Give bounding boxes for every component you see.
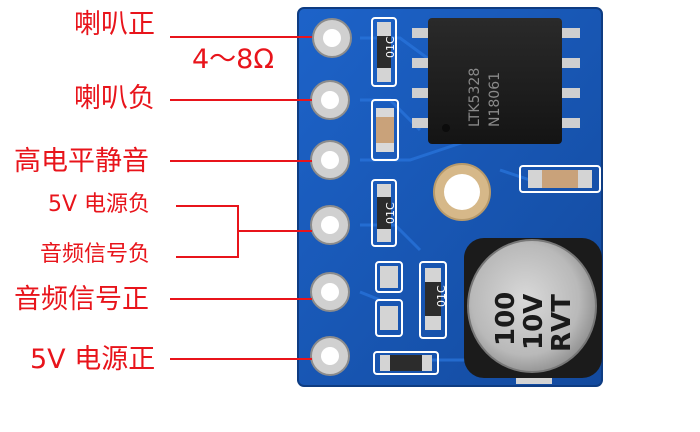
smd-resistor-1 xyxy=(371,99,399,161)
power-positive-label: 5V 电源正 xyxy=(30,344,156,375)
merged-negative-lead xyxy=(237,230,312,232)
speaker-positive-lead xyxy=(170,36,312,38)
speaker-negative-label: 喇叭负 xyxy=(74,83,155,114)
smd-resistor-2 xyxy=(373,351,439,375)
pin-pad-2 xyxy=(310,80,350,120)
silkscreen-label-2: 01C xyxy=(384,202,397,224)
electrolytic-capacitor xyxy=(464,238,602,384)
pin-pad-1 xyxy=(312,18,352,58)
power-negative-lead xyxy=(176,205,239,207)
silkscreen-label-3: 01C xyxy=(435,285,448,307)
capacitor-marking-line-2: 10V xyxy=(519,294,549,350)
pin-pad-4 xyxy=(310,205,350,245)
chip-marking-line-1: LTK5328 xyxy=(467,68,483,127)
high-level-mute-lead xyxy=(170,160,312,162)
pin-pad-6 xyxy=(310,336,350,376)
audio-signal-positive-label: 音频信号正 xyxy=(14,284,149,315)
mounting-hole xyxy=(433,163,491,221)
audio-signal-positive-lead xyxy=(170,298,312,300)
smd-pads-group xyxy=(375,261,447,339)
pin-pads xyxy=(310,18,352,376)
silkscreen-label-1: 01C xyxy=(384,36,397,58)
smd-capacitor-2 xyxy=(371,179,397,247)
capacitor-marking-line-1: 100 xyxy=(491,292,521,346)
audio-signal-negative-label: 音频信号负 xyxy=(40,242,151,267)
amplifier-ic xyxy=(412,18,580,144)
chip-marking-line-2: N18061 xyxy=(487,72,503,127)
pin-pad-3 xyxy=(310,140,350,180)
power-positive-lead xyxy=(170,358,312,360)
smd-capacitor-1 xyxy=(371,17,397,87)
capacitor-marking-line-3: RVT xyxy=(547,294,577,352)
audio-signal-negative-lead xyxy=(176,256,239,258)
power-negative-label: 5V 电源负 xyxy=(48,192,151,217)
speaker-negative-lead xyxy=(170,99,312,101)
impedance-label: 4～8Ω xyxy=(192,44,274,75)
speaker-positive-label: 喇叭正 xyxy=(74,9,155,40)
high-level-mute-label: 高电平静音 xyxy=(14,146,149,177)
smd-capacitor-3 xyxy=(519,165,601,193)
pin-pad-5 xyxy=(310,272,350,312)
